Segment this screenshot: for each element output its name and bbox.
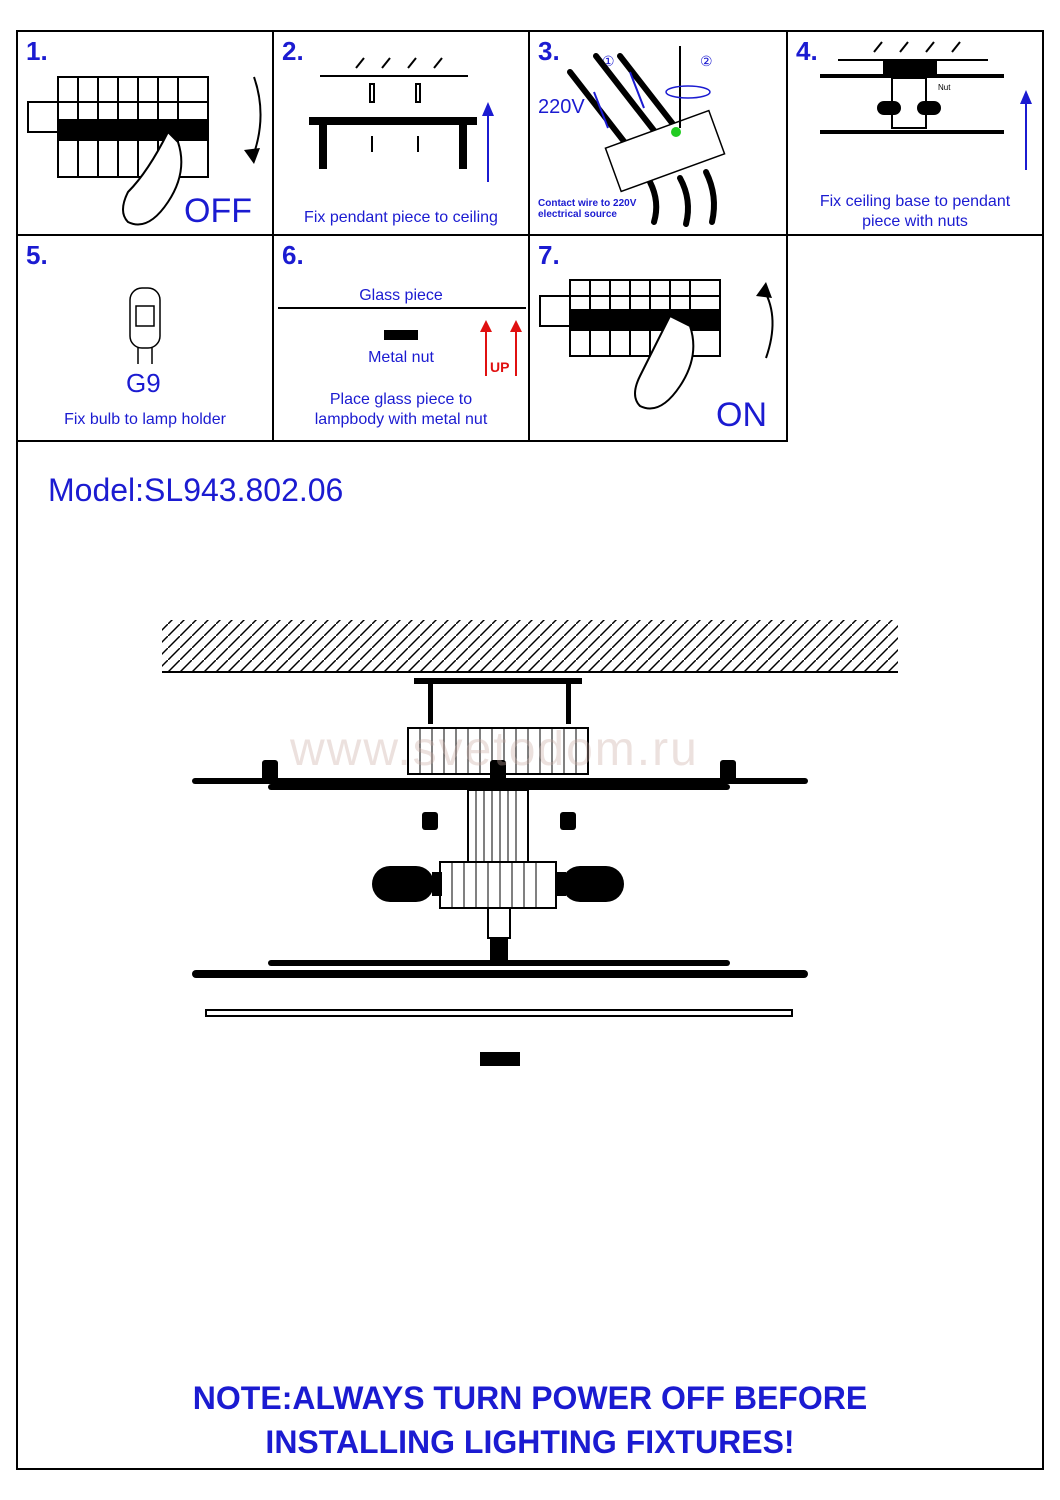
step-7: 7. ON xyxy=(530,236,788,442)
step-2-caption: Fix pendant piece to ceiling xyxy=(304,209,498,226)
step-number: 4. xyxy=(796,36,818,66)
glass-piece-label: Glass piece xyxy=(359,287,443,304)
breaker-switch-icon xyxy=(27,76,262,226)
ceiling-base-icon xyxy=(820,41,1032,170)
breaker-switch-icon xyxy=(539,279,774,410)
step-number: 1. xyxy=(26,36,48,66)
pendant-bracket-icon xyxy=(309,57,494,182)
step-5: 5. G9 Fix bulb to lamp holder xyxy=(16,236,274,442)
glass-and-nut-icon xyxy=(278,307,526,376)
voltage-label: 220V xyxy=(538,96,585,118)
step-number: 5. xyxy=(26,240,48,270)
watermark: www.svetodom.ru xyxy=(290,723,699,776)
step-4: 4. Nut Fix ceiling base to pendant piece… xyxy=(788,30,1044,236)
step-5-caption: Fix bulb to lamp holder xyxy=(64,411,226,428)
step-number: 3. xyxy=(538,36,560,66)
step-number: 6. xyxy=(282,240,304,270)
g9-bulb-icon xyxy=(129,287,161,364)
bulb-type-label: G9 xyxy=(126,368,161,398)
up-label: UP xyxy=(490,359,510,375)
safety-note: NOTE:ALWAYS TURN POWER OFF BEFORE INSTAL… xyxy=(0,1376,1060,1464)
step-3: 3. ① ② 220V Contact wire to 220V electri… xyxy=(530,30,788,236)
step-number: 7. xyxy=(538,240,560,270)
model-number: Model:SL943.802.06 xyxy=(48,472,344,508)
off-label: OFF xyxy=(184,192,252,230)
step-3-caption: Contact wire to 220V electrical source xyxy=(538,198,637,220)
step-2: 2. Fix pendant piece to ceiling xyxy=(274,30,530,236)
marker-2: ② xyxy=(700,53,713,69)
safety-note-line-2: INSTALLING LIGHTING FIXTURES! xyxy=(265,1424,795,1460)
wire-terminal-icon xyxy=(567,46,726,227)
safety-note-line-1: NOTE:ALWAYS TURN POWER OFF BEFORE xyxy=(192,1380,868,1416)
metal-nut-label: Metal nut xyxy=(368,349,434,366)
nut-label: Nut xyxy=(938,83,951,92)
step-1: 1. OFF xyxy=(16,30,274,236)
step-6: 6. Glass piece Metal nut UP Place glass … xyxy=(274,236,530,442)
on-label: ON xyxy=(716,396,767,434)
step-4-caption: Fix ceiling base to pendant piece with n… xyxy=(819,193,1011,230)
step-number: 2. xyxy=(282,36,304,66)
step-6-caption: Place glass piece to lampbody with metal… xyxy=(314,391,488,428)
